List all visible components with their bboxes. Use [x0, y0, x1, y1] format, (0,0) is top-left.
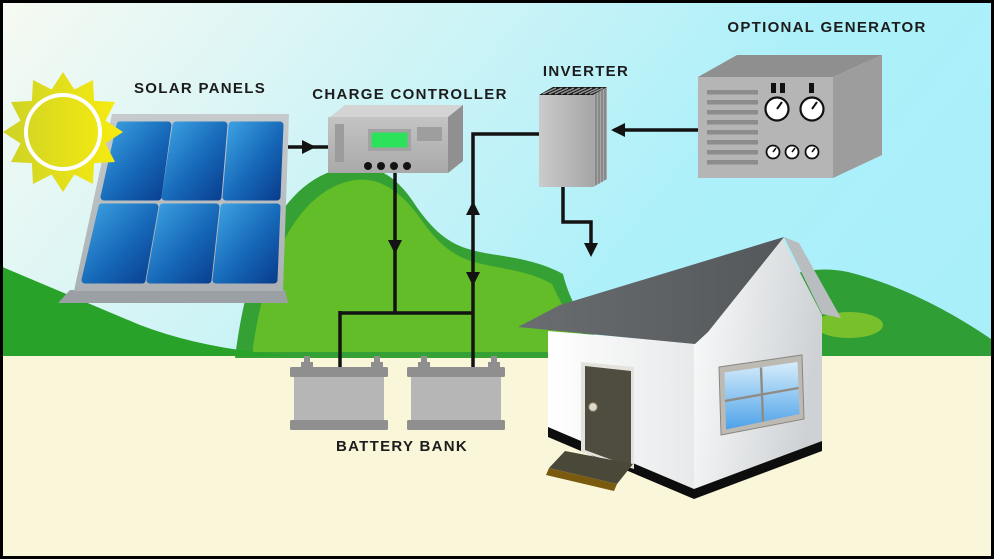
- house-gable-foundation: [694, 441, 822, 499]
- generator-top: [698, 55, 882, 77]
- generator-switches: [771, 83, 814, 93]
- controller-left-strip: [335, 124, 344, 162]
- generator-side: [833, 55, 882, 178]
- panel-cells: [81, 121, 284, 284]
- arrow-solar-to-controller: [302, 140, 316, 154]
- battery-bank-label: BATTERY BANK: [336, 438, 468, 455]
- controller-button: [417, 127, 442, 141]
- optional-generator-label: OPTIONAL GENERATOR: [727, 19, 927, 36]
- house: [518, 237, 841, 499]
- house-door: [585, 366, 631, 467]
- controller-top: [330, 105, 463, 117]
- arrow-generator-to-inverter: [611, 123, 625, 137]
- controller-side: [448, 105, 463, 173]
- charge-controller-label: CHARGE CONTROLLER: [312, 86, 508, 103]
- inverter-front: [539, 95, 593, 187]
- wire-inverter-to-battery: [471, 132, 540, 367]
- house-door-knob: [588, 402, 598, 412]
- sun: [3, 72, 123, 192]
- controller-screen: [371, 132, 408, 148]
- battery-right: [407, 356, 505, 430]
- battery-left: [290, 356, 388, 430]
- sun-ring: [24, 93, 102, 171]
- arrow-battery-to-inverter-up: [466, 201, 480, 215]
- solar-panel: [58, 114, 289, 303]
- battery-bank: [290, 356, 505, 430]
- house-doorstep-front: [546, 468, 617, 491]
- house-window-dividers: [724, 367, 799, 422]
- panel-base: [58, 290, 288, 303]
- generator-vents: [707, 90, 758, 165]
- arrow-controller-to-battery: [388, 240, 402, 254]
- charge-controller: [328, 105, 463, 173]
- controller-leds: [364, 162, 411, 170]
- left-hill: [0, 266, 296, 356]
- house-roof: [518, 237, 784, 344]
- arrowheads: [302, 123, 625, 286]
- solar-panels-label: SOLAR PANELS: [134, 80, 266, 97]
- arrow-inverter-to-house: [584, 243, 598, 257]
- wire-inverter-to-house: [561, 186, 593, 250]
- house-roof-far-slope: [784, 237, 841, 318]
- arrow-inverter-to-battery-down: [466, 272, 480, 286]
- optional-generator: [698, 55, 882, 178]
- inverter: [539, 87, 607, 187]
- inverter-label: INVERTER: [542, 63, 630, 80]
- middle-hill: [235, 166, 760, 358]
- house-doorstep-top: [549, 451, 633, 484]
